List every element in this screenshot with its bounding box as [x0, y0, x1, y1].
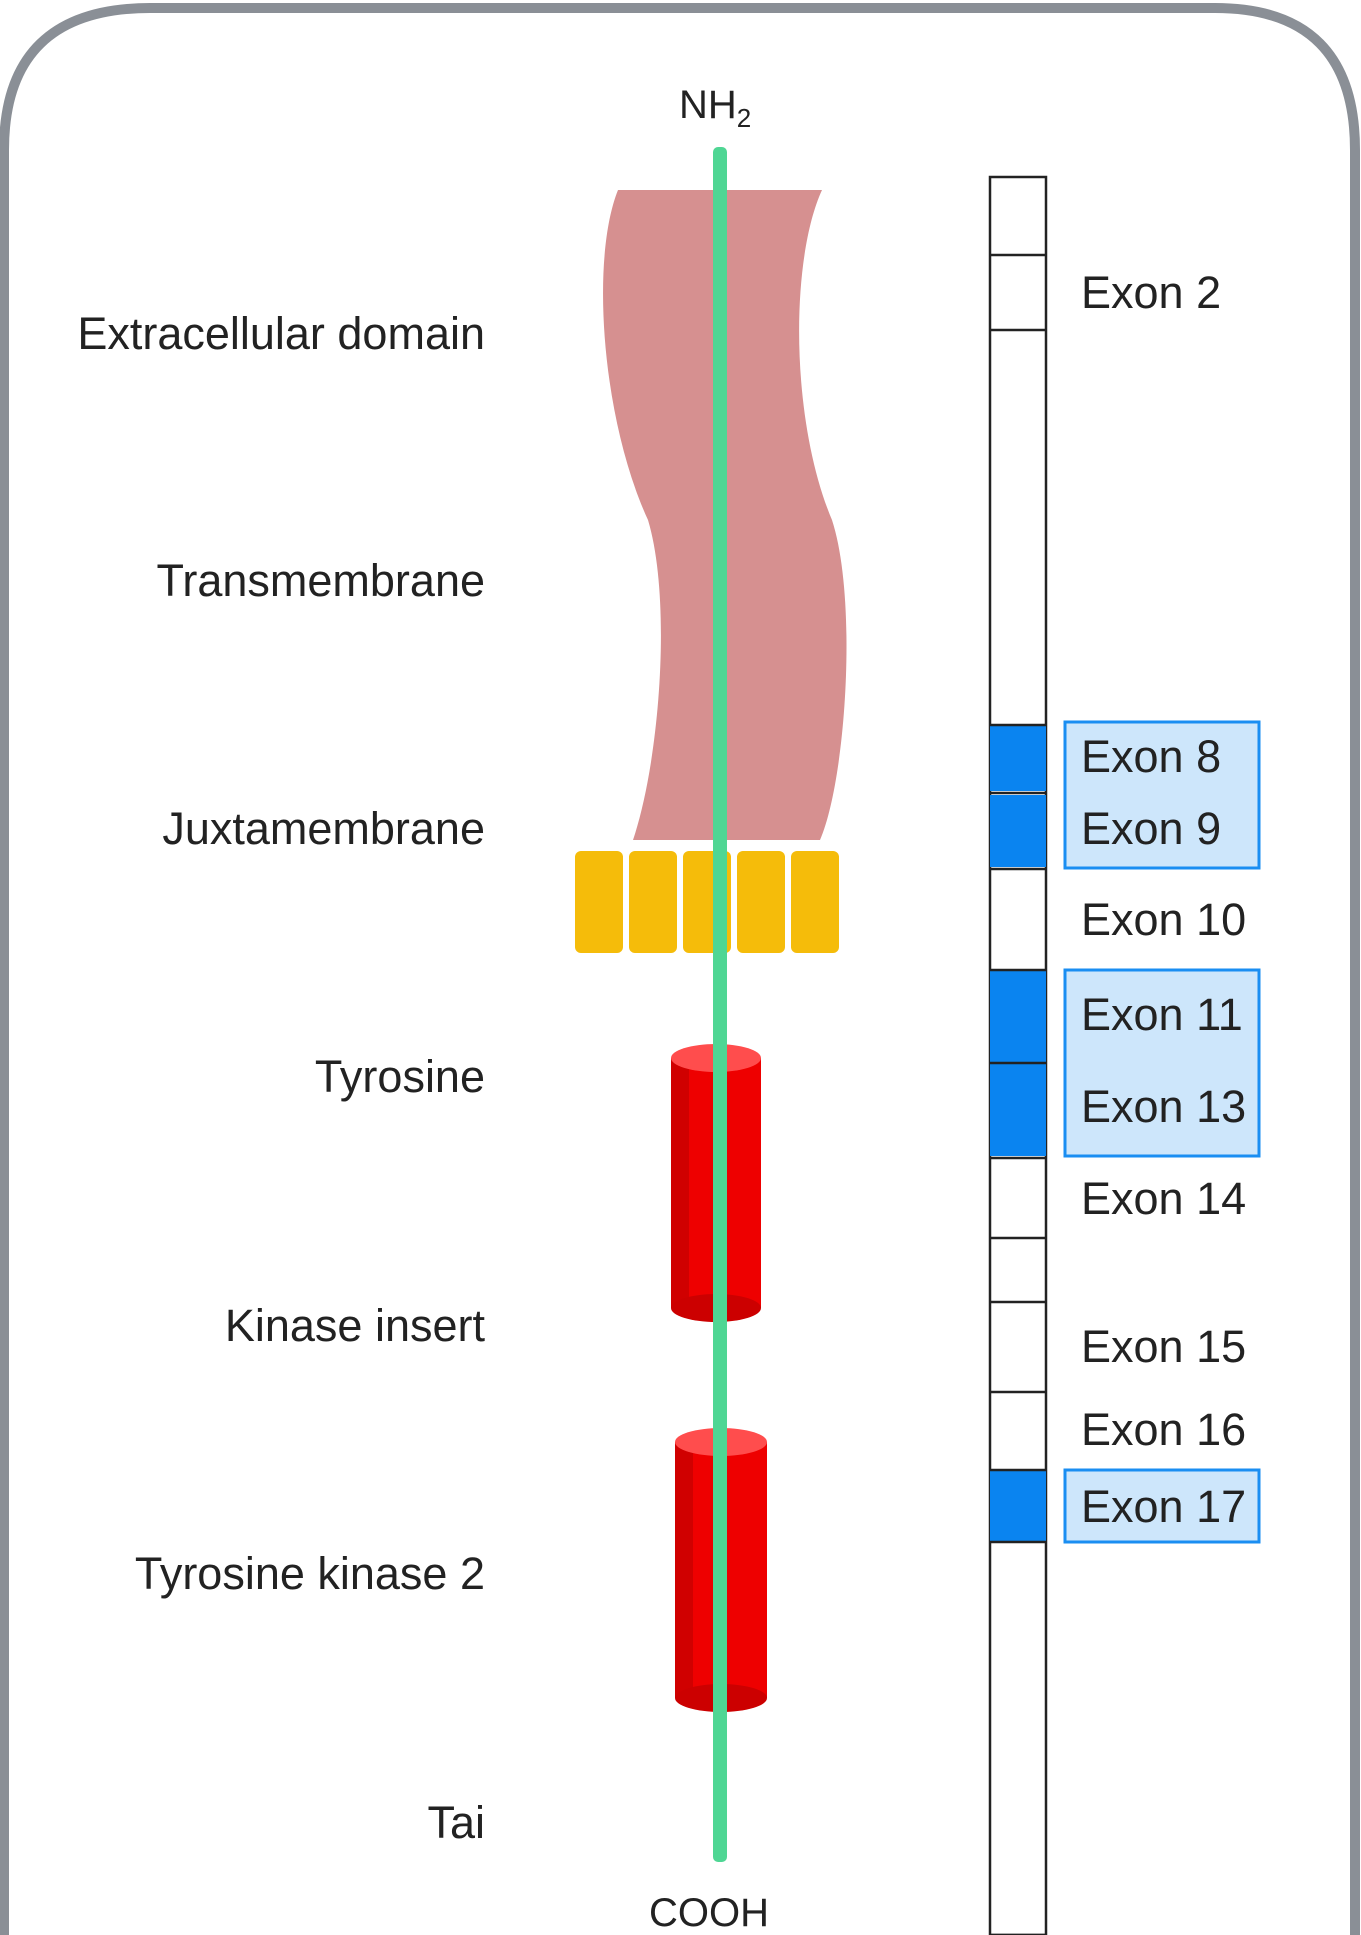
exon-label-11: Exon 11	[1081, 992, 1243, 1037]
exon-label-14: Exon 14	[1081, 1176, 1246, 1221]
juxtamembrane-segment	[575, 851, 623, 953]
domain-label-juxtamembrane: Juxtamembrane	[162, 806, 485, 851]
protein-backbone	[713, 147, 727, 1862]
domain-label-transmembrane: Transmembrane	[157, 558, 485, 603]
exon-column	[990, 177, 1046, 1935]
exon-label-16: Exon 16	[1081, 1407, 1246, 1452]
domain-label-tail: Tai	[427, 1800, 485, 1845]
exon-9-segment	[990, 795, 1046, 867]
exon-11-segment	[990, 970, 1046, 1062]
juxtamembrane-segment	[629, 851, 677, 953]
exon-label-13: Exon 13	[1081, 1084, 1246, 1129]
juxtamembrane-segment	[737, 851, 785, 953]
exon-8-segment	[990, 725, 1046, 791]
n-terminus-subscript: 2	[737, 103, 751, 133]
exon-13-segment	[990, 1064, 1046, 1156]
juxtamembrane-segment	[791, 851, 839, 953]
domain-label-kinase-insert: Kinase insert	[225, 1303, 485, 1348]
exon-17-segment	[990, 1470, 1046, 1542]
exon-label-2: Exon 2	[1081, 270, 1221, 315]
exon-label-8: Exon 8	[1081, 734, 1221, 779]
n-terminus-text: NH	[679, 83, 737, 127]
domain-label-tyrosine: Tyrosine	[315, 1054, 485, 1099]
exon-label-9: Exon 9	[1081, 806, 1221, 851]
n-terminus-label: NH2	[679, 85, 751, 131]
exon-label-15: Exon 15	[1081, 1324, 1246, 1369]
domain-label-tyrosine-kinase-2: Tyrosine kinase 2	[135, 1551, 485, 1596]
exon-label-10: Exon 10	[1081, 897, 1246, 942]
domain-label-extracellular: Extracellular domain	[77, 311, 485, 356]
juxtamembrane-segments	[575, 851, 839, 953]
exon-label-17: Exon 17	[1081, 1484, 1246, 1529]
c-terminus-label: COOH	[649, 1893, 769, 1933]
